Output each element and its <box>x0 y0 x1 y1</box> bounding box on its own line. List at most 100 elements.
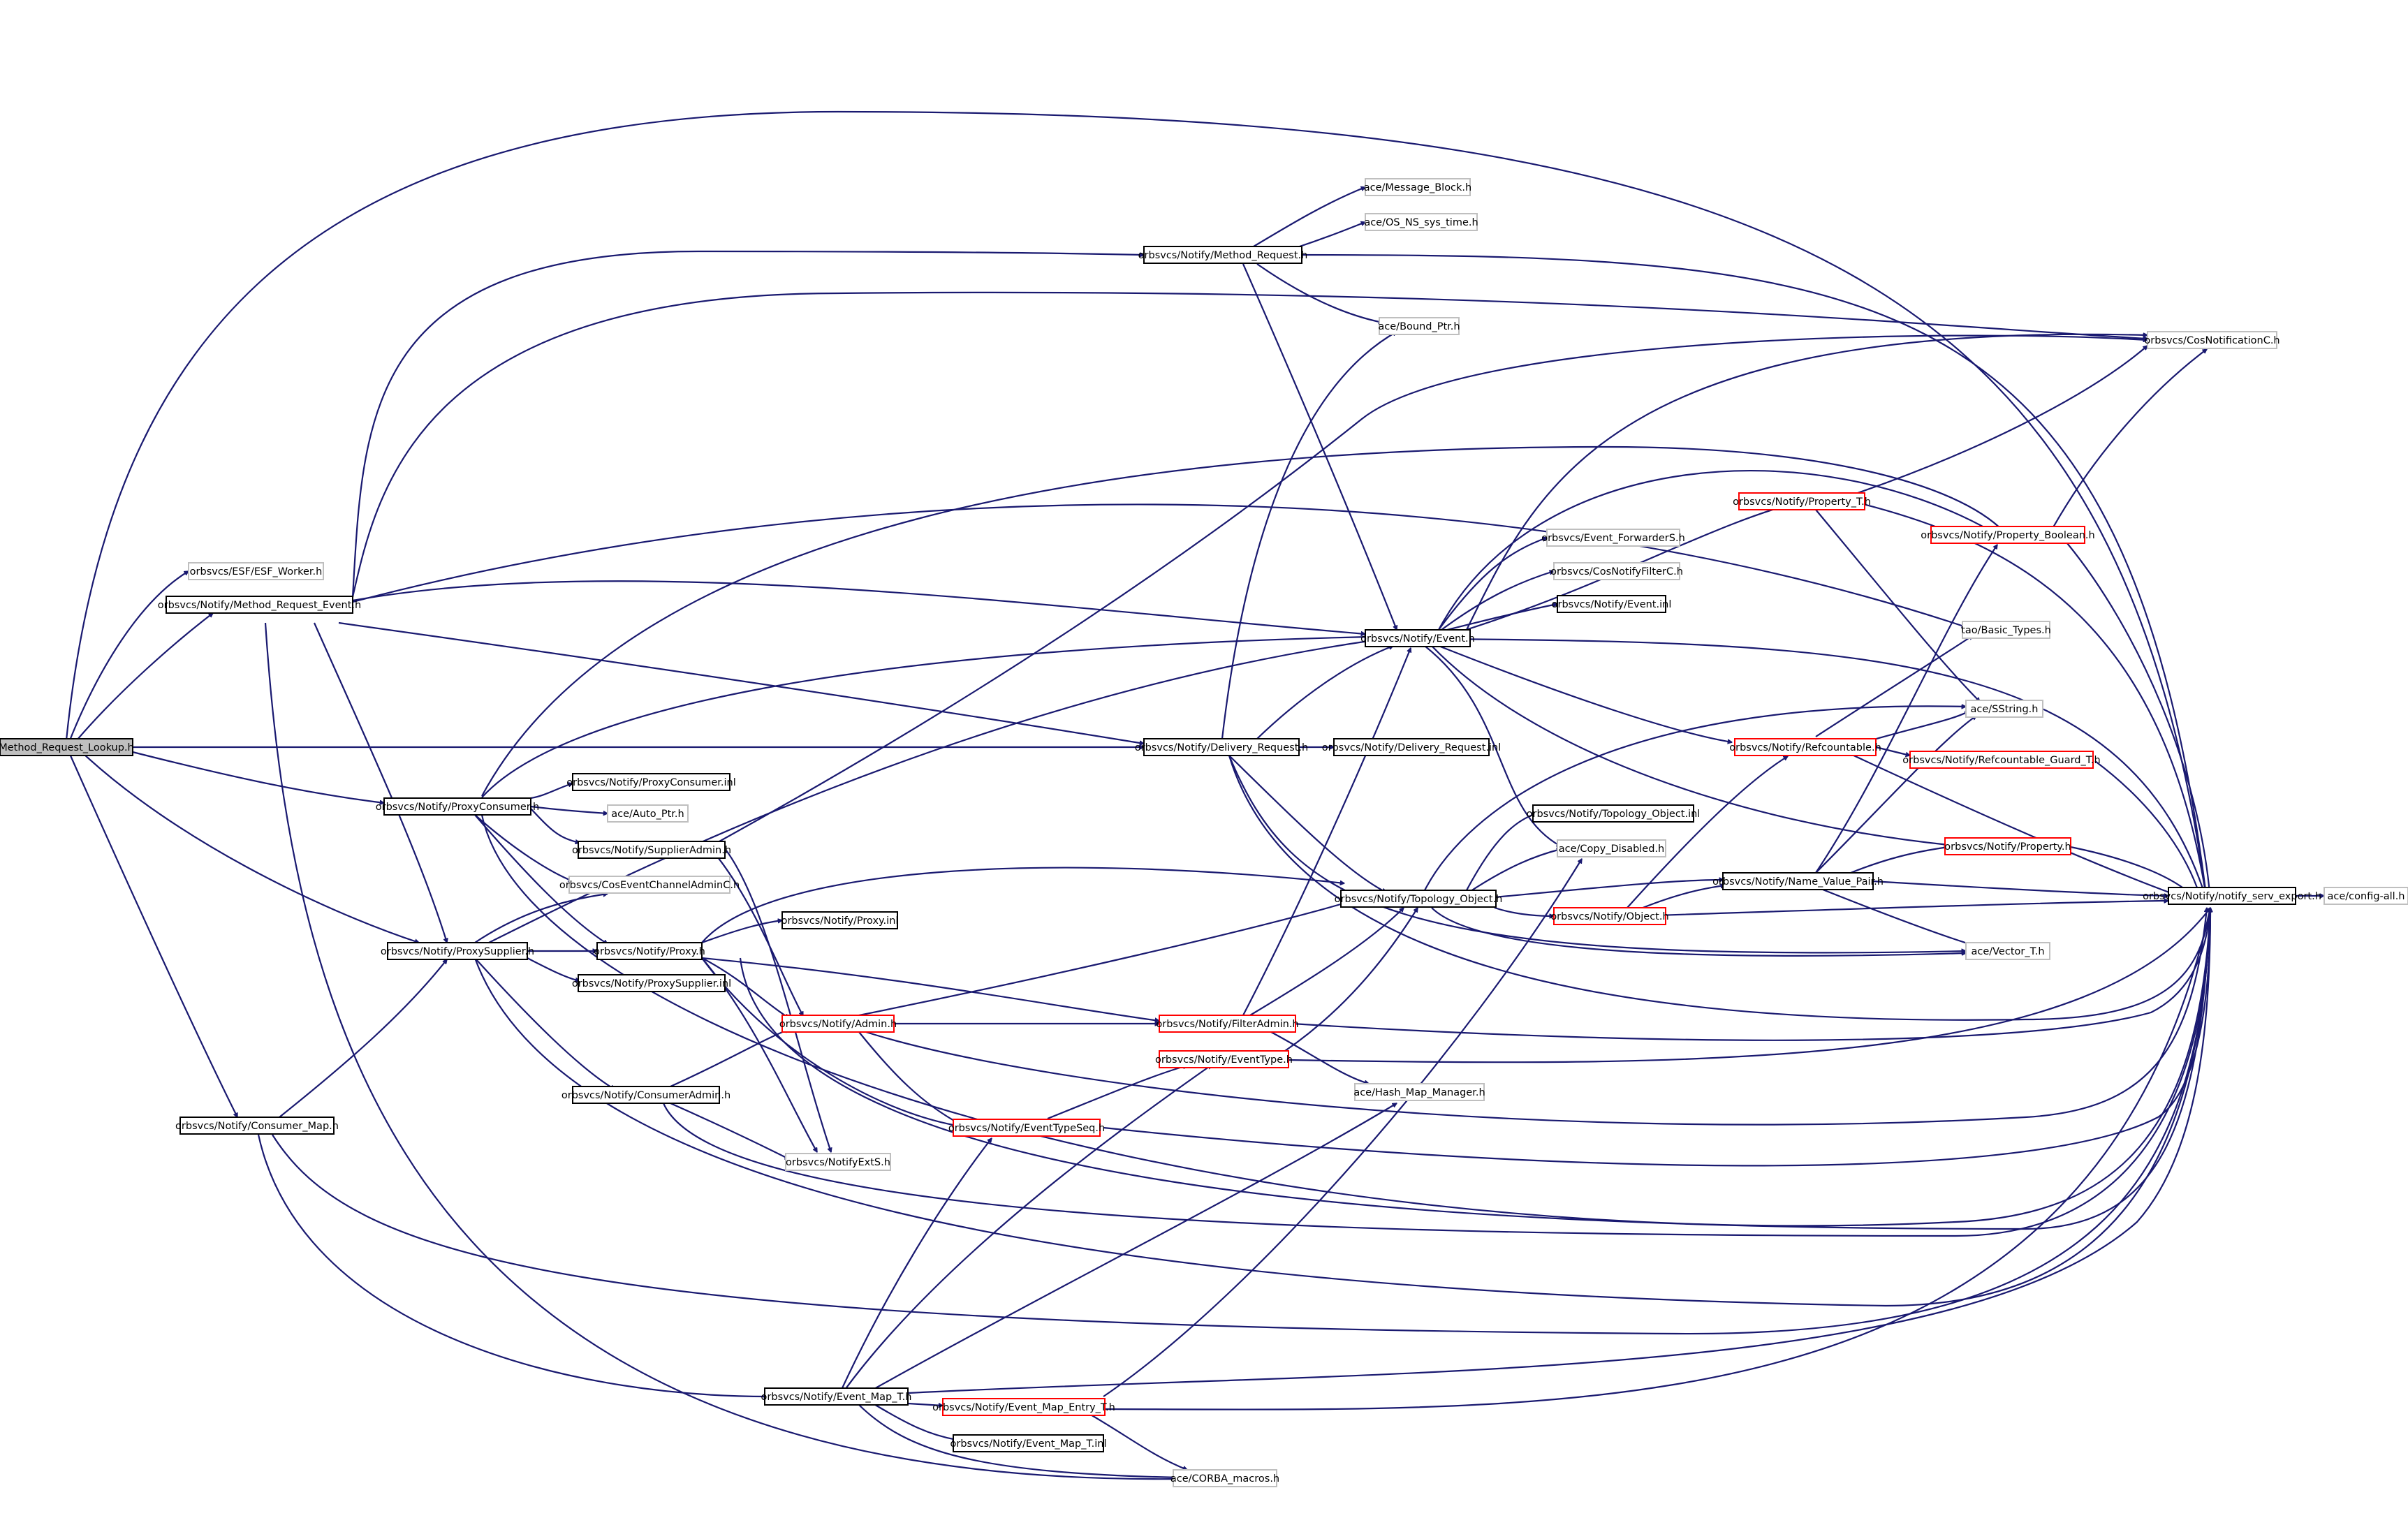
file-node-box <box>1909 751 2094 769</box>
file-node-box <box>607 804 689 823</box>
file-node-orbsvcs-notify-filteradmin-h[interactable]: orbsvcs/Notify/FilterAdmin.h <box>1156 1015 1299 1033</box>
file-node-label: orbsvcs/Notify/ProxyConsumer.h <box>376 802 539 813</box>
file-node-box <box>578 841 726 859</box>
file-node-box <box>1965 700 2043 718</box>
file-node-orbsvcs-notify-delivery-request-inl[interactable]: orbsvcs/Notify/Delivery_Request.inl <box>1322 738 1502 756</box>
file-node-orbsvcs-notifyexts-h: orbsvcs/NotifyExtS.h <box>785 1153 891 1171</box>
file-node-ace-message-block-h: ace/Message_Block.h <box>1364 178 1471 196</box>
file-node-orbsvcs-notify-refcountable-h[interactable]: orbsvcs/Notify/Refcountable.h <box>1729 738 1881 756</box>
file-node-orbsvcs-notify-proxysupplier-h[interactable]: orbsvcs/Notify/ProxySupplier.h <box>381 942 534 960</box>
file-node-orbsvcs-notify-admin-h[interactable]: orbsvcs/Notify/Admin.h <box>779 1015 897 1033</box>
file-node-ace-sstring-h: ace/SString.h <box>1965 700 2043 718</box>
file-node-label: ace/OS_NS_sys_time.h <box>1364 217 1478 228</box>
file-node-orbsvcs-notify-eventtype-h[interactable]: orbsvcs/Notify/EventType.h <box>1155 1050 1293 1068</box>
file-node-orbsvcs-notify-method-request-event-h[interactable]: orbsvcs/Notify/Method_Request_Event.h <box>158 596 361 614</box>
file-node-label: orbsvcs/Notify/EventTypeSeq.h <box>948 1123 1105 1134</box>
file-node-orbsvcs-notify-refcountable-guard-t-h[interactable]: orbsvcs/Notify/Refcountable_Guard_T.h <box>1902 751 2101 769</box>
file-node-label: orbsvcs/Notify/Event_Map_T.inl <box>950 1438 1107 1450</box>
edge-consumer-map-to-notify-serv-export <box>272 908 2210 1335</box>
file-node-label: ace/Vector_T.h <box>1971 946 2044 957</box>
edge-proxy-consumer-to-cos-event-channel <box>474 814 573 881</box>
file-node-orbsvcs-notify-event-inl[interactable]: orbsvcs/Notify/Event.inl <box>1552 595 1672 613</box>
edge-event-to-property <box>1431 645 1948 845</box>
file-node-label: orbsvcs/Notify/Consumer_Map.h <box>175 1121 339 1132</box>
file-node-orbsvcs-notify-notify-serv-export-h[interactable]: orbsvcs/Notify/notify_serv_export.h <box>2143 887 2321 905</box>
file-node-box <box>188 562 324 580</box>
file-node-orbsvcs-notify-consumeradmin-h[interactable]: orbsvcs/Notify/ConsumerAdmin.h <box>561 1086 731 1104</box>
file-node-orbsvcs-notify-topology-object-h[interactable]: orbsvcs/Notify/Topology_Object.h <box>1335 890 1503 908</box>
file-node-orbsvcs-notify-property-h[interactable]: orbsvcs/Notify/Property.h <box>1944 837 2071 855</box>
file-node-orbsvcs-notify-method-request-h[interactable]: orbsvcs/Notify/Method_Request.h <box>1138 246 1308 264</box>
file-node-label: ace/Message_Block.h <box>1364 182 1471 193</box>
edge-delivery-to-event <box>1256 646 1393 739</box>
edge-event-to-copy-disabled <box>1424 645 1561 847</box>
file-node-orbsvcs-notify-topology-object-inl[interactable]: orbsvcs/Notify/Topology_Object.inl <box>1527 804 1701 823</box>
file-node-box <box>1722 872 1874 890</box>
file-node-label: orbsvcs/Notify/Object.h <box>1550 911 1668 922</box>
file-node-box <box>1159 1015 1296 1033</box>
file-node-label: orbsvcs/Notify/Proxy.inl <box>781 915 899 927</box>
file-node-orbsvcs-notify-event-map-t-h[interactable]: orbsvcs/Notify/Event_Map_T.h <box>761 1387 912 1406</box>
file-node-label: orbsvcs/Notify/Event.h <box>1360 633 1475 644</box>
file-node-box <box>1354 1083 1485 1101</box>
edge-event-map-to-event-type-seq <box>841 1138 992 1390</box>
file-node-box <box>781 1015 895 1033</box>
edge-filter-admin-to-notify-serv-export <box>1291 908 2210 1041</box>
edge-lookup-to-proxy-supplier <box>83 753 419 943</box>
file-node-orbsvcs-notify-supplieradmin-h[interactable]: orbsvcs/Notify/SupplierAdmin.h <box>572 841 731 859</box>
edge-event-to-property-boolean <box>1438 469 1990 631</box>
edge-lookup-to-method-request-event <box>76 613 213 741</box>
file-node-orbsvcs-notify-property-t-h[interactable]: orbsvcs/Notify/Property_T.h <box>1733 492 1871 510</box>
edge-event-to-cos-notify-filter <box>1438 571 1554 633</box>
file-node-orbsvcs-notify-event-map-entry-t-h[interactable]: orbsvcs/Notify/Event_Map_Entry_T.h <box>932 1398 1115 1416</box>
edge-mre-to-method-request <box>351 250 1144 598</box>
file-node-orbsvcs-notify-event-map-t-inl[interactable]: orbsvcs/Notify/Event_Map_T.inl <box>950 1434 1107 1452</box>
edge-delivery-to-vector-t <box>1228 755 1966 952</box>
edge-event-map-to-event-type <box>844 1064 1212 1390</box>
file-node-orbsvcs-notify-name-value-pair-h[interactable]: orbsvcs/Notify/Name_Value_Pair.h <box>1712 872 1884 890</box>
file-node-label: orbsvcs/Notify/Topology_Object.h <box>1335 894 1503 905</box>
file-node-orbsvcs-coseventchanneladminc-h: orbsvcs/CosEventChannelAdminC.h <box>559 876 740 894</box>
file-node-box <box>1365 178 1471 196</box>
file-node-method-request-lookup-h[interactable]: Method_Request_Lookup.h <box>0 738 134 756</box>
edge-mre-to-event <box>352 580 1365 634</box>
edge-event-map-entry-to-corba-macros <box>1089 1413 1187 1470</box>
edge-proxy-consumer-to-supplier-admin <box>530 808 580 843</box>
edge-consumer-map-to-proxy-supplier <box>279 959 447 1118</box>
file-node-orbsvcs-notify-proxysupplier-inl[interactable]: orbsvcs/Notify/ProxySupplier.inl <box>572 974 731 992</box>
file-node-tao-basic-types-h: tao/Basic_Types.h <box>1961 621 2051 639</box>
edge-nvp-to-property <box>1850 847 1948 874</box>
file-node-orbsvcs-notify-proxyconsumer-inl[interactable]: orbsvcs/Notify/ProxyConsumer.inl <box>566 773 736 791</box>
file-node-label: orbsvcs/Notify/ProxySupplier.h <box>381 946 534 957</box>
file-node-box <box>1734 738 1877 756</box>
file-node-label: orbsvcs/Notify/Property_T.h <box>1733 496 1871 508</box>
file-node-orbsvcs-notify-proxy-inl[interactable]: orbsvcs/Notify/Proxy.inl <box>781 911 899 929</box>
edge-topology-to-sstring <box>1424 706 1966 891</box>
edge-event-map-to-corba-macros <box>858 1404 1180 1478</box>
file-node-box <box>1173 1469 1277 1487</box>
file-node-orbsvcs-notify-event-h[interactable]: orbsvcs/Notify/Event.h <box>1360 629 1475 647</box>
file-node-box <box>1557 839 1666 857</box>
file-node-orbsvcs-notify-proxy-h[interactable]: orbsvcs/Notify/Proxy.h <box>594 942 705 960</box>
file-node-box <box>2323 887 2408 905</box>
file-node-orbsvcs-cosnotifyfilterc-h: orbsvcs/CosNotifyFilterC.h <box>1550 562 1683 580</box>
edge-event-map-to-event-map-entry <box>907 1402 943 1406</box>
edge-event-to-event-forwarder <box>1438 538 1547 631</box>
file-node-orbsvcs-notify-proxyconsumer-h[interactable]: orbsvcs/Notify/ProxyConsumer.h <box>376 797 539 816</box>
file-node-box <box>387 942 528 960</box>
edge-lookup-to-proxy-consumer <box>132 751 384 803</box>
edge-consumer-admin-to-notify-ext-s <box>670 1102 789 1160</box>
file-node-label: orbsvcs/ESF/ESF_Worker.h <box>190 566 323 577</box>
file-node-orbsvcs-notify-object-h[interactable]: orbsvcs/Notify/Object.h <box>1550 907 1669 925</box>
file-node-box <box>953 1119 1101 1137</box>
file-node-orbsvcs-notify-delivery-request-h[interactable]: orbsvcs/Notify/Delivery_Request.h <box>1135 738 1308 756</box>
file-node-label: orbsvcs/Notify/Property.h <box>1944 841 2071 853</box>
file-node-orbsvcs-notify-eventtypeseq-h[interactable]: orbsvcs/Notify/EventTypeSeq.h <box>948 1119 1105 1137</box>
edge-proxy-supplier-to-event <box>488 641 1369 943</box>
edge-property-boolean-to-notify-serv-export <box>2066 543 2210 901</box>
file-node-orbsvcs-notify-property-boolean-h[interactable]: orbsvcs/Notify/Property_Boolean.h <box>1921 526 2095 544</box>
edge-event-map-to-hash-map-manager <box>872 1103 1397 1390</box>
file-node-orbsvcs-notify-consumer-map-h[interactable]: orbsvcs/Notify/Consumer_Map.h <box>175 1117 339 1135</box>
edge-event-to-event-inl <box>1438 604 1557 633</box>
file-node-box <box>1553 562 1680 580</box>
